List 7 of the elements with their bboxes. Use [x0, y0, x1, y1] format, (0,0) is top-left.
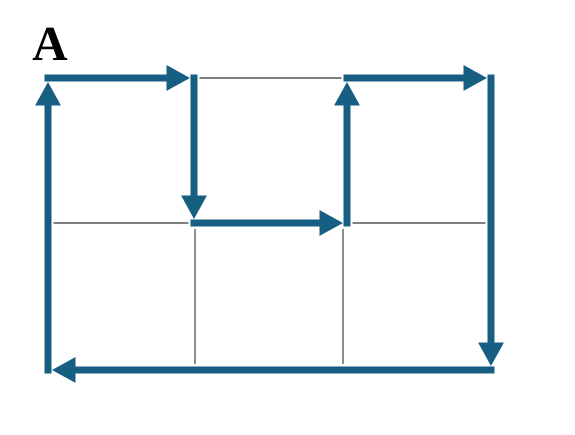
path-corner: [190, 74, 198, 82]
path-corner: [190, 219, 198, 226]
path-corner: [488, 366, 494, 374]
panel-label: A: [32, 28, 68, 60]
path-corner: [44, 74, 52, 82]
path-corner: [488, 74, 494, 82]
path-corner: [344, 74, 350, 82]
